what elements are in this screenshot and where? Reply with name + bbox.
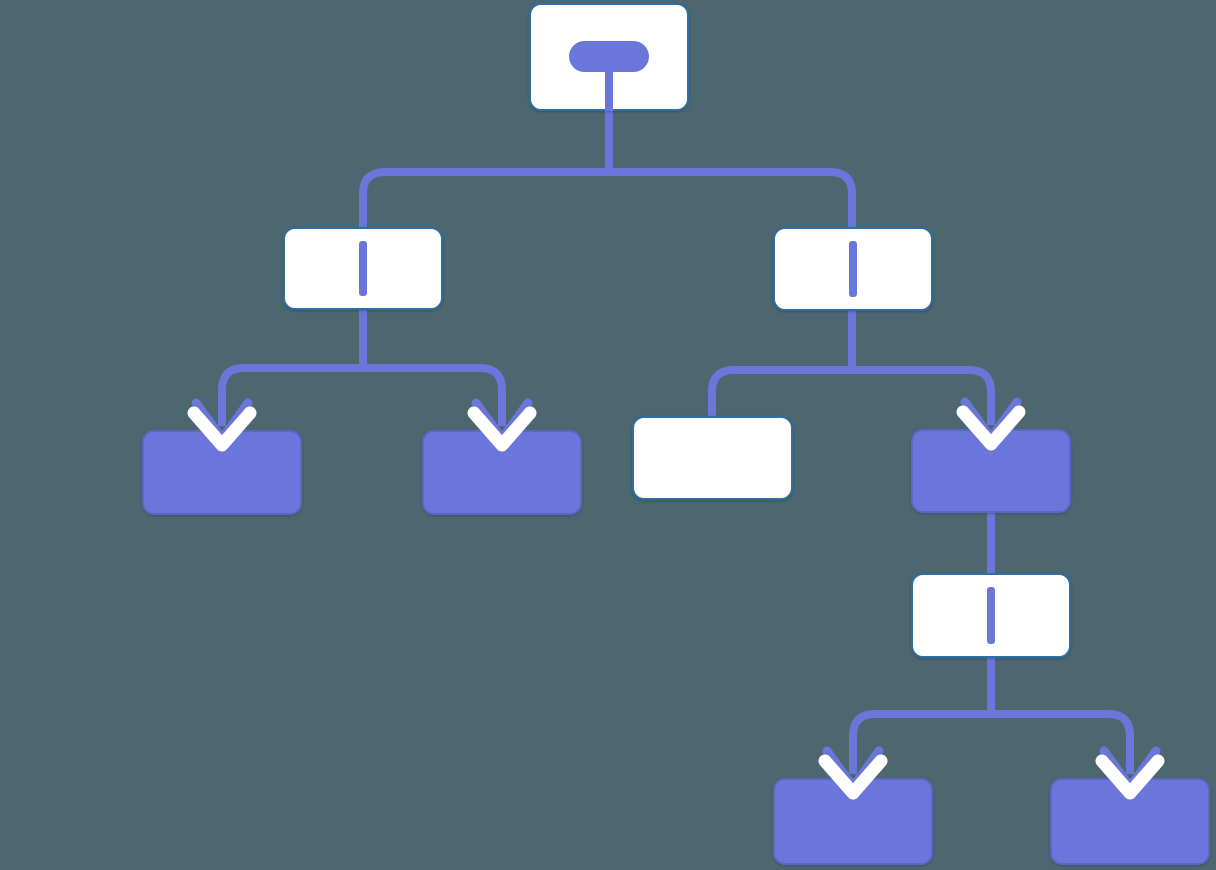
pass-through-bar-icon xyxy=(359,241,367,296)
connector-edge-rail-bottom xyxy=(849,710,1134,774)
chevron-white-layer xyxy=(187,406,257,452)
pass-through-bar-icon xyxy=(849,241,857,297)
pill-icon xyxy=(569,41,649,72)
pass-through-bar-icon xyxy=(987,587,995,644)
chevron-white-layer xyxy=(1095,754,1165,800)
chevron-white-layer xyxy=(467,406,537,452)
chevron-white-layer xyxy=(956,405,1026,451)
chevron-white-layer xyxy=(818,754,888,800)
collapse-chevron-icon[interactable] xyxy=(1095,746,1165,800)
node-root[interactable] xyxy=(529,3,689,111)
connector-edge-rail-right xyxy=(708,366,995,425)
collapse-chevron-icon[interactable] xyxy=(467,398,537,452)
connector-edge-rail-top xyxy=(359,168,856,231)
collapse-chevron-icon[interactable] xyxy=(956,397,1026,451)
collapse-chevron-icon[interactable] xyxy=(818,746,888,800)
pill-stem-connector xyxy=(605,69,613,111)
node-branch-left[interactable] xyxy=(283,227,443,310)
connector-edge-rail-left xyxy=(218,364,506,426)
node-branch-bottom[interactable] xyxy=(911,573,1071,658)
collapse-chevron-icon[interactable] xyxy=(187,398,257,452)
node-empty[interactable] xyxy=(632,416,793,500)
node-branch-right[interactable] xyxy=(773,227,933,311)
